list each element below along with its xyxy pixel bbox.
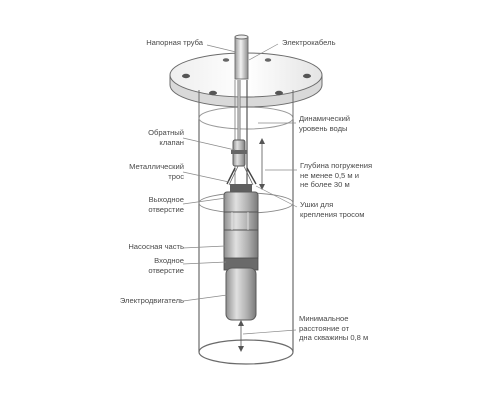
label-power-cable: Электрокабель — [282, 38, 336, 47]
label-min-distance: Минимальное расстояние от дна скважины 0… — [299, 314, 368, 343]
label-outlet-line1: Выходное — [148, 195, 184, 204]
cable-and-rope — [226, 80, 257, 186]
label-immersion-depth: Глубина погружения не менее 0,5 м и не б… — [300, 161, 372, 190]
label-immersion-depth-line2: не менее 0,5 м и — [300, 170, 359, 180]
label-immersion-depth-line1: Глубина погружения — [300, 161, 373, 170]
check-valve — [231, 139, 247, 167]
label-lugs: Ушки для крепления тросом — [300, 200, 364, 219]
label-immersion-depth-line3: не более 30 м — [300, 180, 350, 189]
label-check-valve-line1: Обратный — [148, 128, 184, 137]
label-check-valve-line2: клапан — [159, 137, 184, 147]
pump — [223, 184, 259, 321]
label-lugs-line1: Ушки для — [300, 200, 334, 209]
bottom-distance-arrow — [238, 320, 244, 352]
label-inlet-line1: Входное — [154, 256, 184, 265]
label-outlet: Выходное отверстие — [148, 195, 184, 214]
label-dynamic-level-line1: Динамический — [299, 114, 351, 123]
label-dynamic-level-line2: уровень воды — [299, 123, 348, 133]
label-min-distance-line2: расстояние от — [299, 323, 350, 333]
label-min-distance-line1: Минимальное — [299, 314, 349, 323]
immersion-depth-arrow — [259, 138, 265, 190]
label-metal-cable-line2: трос — [168, 171, 184, 181]
label-min-distance-line3: дна скважины 0,8 м — [299, 333, 369, 342]
well-casing — [198, 106, 294, 365]
label-pump-part: Насосная часть — [128, 242, 184, 251]
label-inlet-line2: отверстие — [148, 265, 184, 275]
label-metal-cable-line1: Металлический — [129, 162, 184, 171]
label-check-valve: Обратный клапан — [148, 128, 184, 147]
label-inlet: Входное отверстие — [148, 256, 184, 275]
leader-lines — [182, 43, 298, 335]
label-motor: Электродвигатель — [119, 296, 184, 305]
flange-bolt-holes — [182, 58, 311, 96]
label-outlet-line2: отверстие — [148, 204, 184, 214]
label-pressure-pipe: Напорная труба — [146, 38, 203, 47]
pressure-pipe — [234, 34, 249, 145]
label-lugs-line2: крепления тросом — [300, 209, 365, 219]
label-metal-cable: Металлический трос — [129, 162, 184, 181]
label-dynamic-level: Динамический уровень воды — [299, 114, 350, 133]
